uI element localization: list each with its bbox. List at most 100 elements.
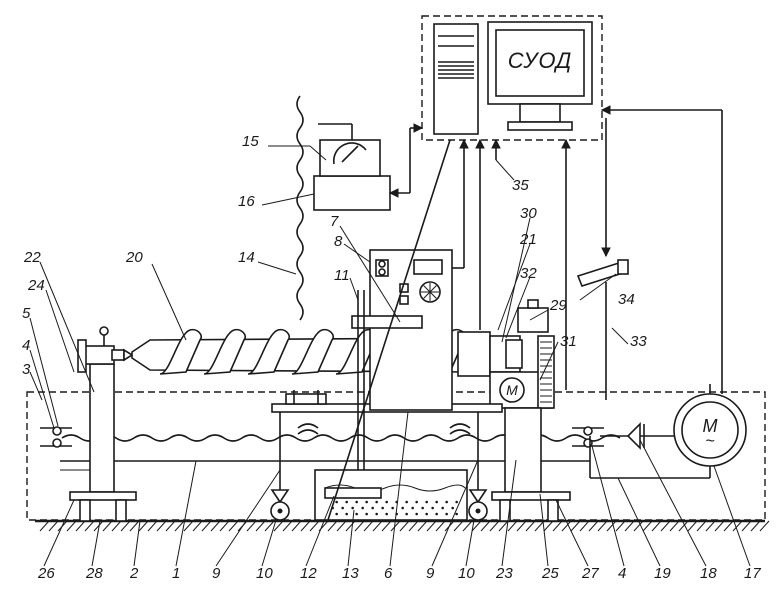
floor-hatch-line xyxy=(76,521,85,531)
tank-fluid-dot xyxy=(336,501,338,503)
floor-hatch-line xyxy=(661,521,670,531)
tank-fluid-dot xyxy=(456,513,458,515)
floor-hatch-line xyxy=(193,521,202,531)
floor-hatch-line xyxy=(139,521,148,531)
tank-fluid-dot xyxy=(412,507,414,509)
label-30: 30 xyxy=(520,205,537,222)
floor-hatch-line xyxy=(220,521,229,531)
label-21: 21 xyxy=(519,231,537,248)
label-20: 20 xyxy=(125,249,143,266)
tank-fluid-dot xyxy=(362,507,364,509)
label-27: 27 xyxy=(581,565,599,582)
tank-fluid-dot xyxy=(406,501,408,503)
label-17: 17 xyxy=(744,565,761,582)
tank xyxy=(315,470,467,520)
floor-hatch-line xyxy=(589,521,598,531)
floor-hatch-line xyxy=(652,521,661,531)
floor-hatch-line xyxy=(112,521,121,531)
floor-hatch-line xyxy=(40,521,49,531)
tank-fluid-dot xyxy=(366,501,368,503)
label-10-right: 10 xyxy=(458,565,475,582)
tank-fluid-dot xyxy=(376,513,378,515)
tank-fluid-dot xyxy=(346,501,348,503)
tank-fluid-dot xyxy=(386,513,388,515)
tank-fluid-dot xyxy=(376,501,378,503)
floor-hatch-line xyxy=(634,521,643,531)
label-5: 5 xyxy=(22,305,31,322)
floor-hatch-line xyxy=(598,521,607,531)
floor-hatch-line xyxy=(526,521,535,531)
floor-hatch-line xyxy=(256,521,265,531)
label-29: 29 xyxy=(549,297,567,314)
label-32: 32 xyxy=(520,265,537,282)
label-18: 18 xyxy=(700,565,717,582)
tank-fluid-dot xyxy=(452,507,454,509)
floor-hatch-line xyxy=(706,521,715,531)
floor-hatch-line xyxy=(166,521,175,531)
label-28: 28 xyxy=(85,565,103,582)
floor-hatch-line xyxy=(67,521,76,531)
screen-label: СУОД xyxy=(508,48,573,73)
floor-hatch-line xyxy=(715,521,724,531)
label-10-left: 10 xyxy=(256,565,273,582)
label-13: 13 xyxy=(342,565,359,582)
floor-hatch-line xyxy=(751,521,760,531)
floor-hatch-line xyxy=(481,521,490,531)
small-motor-symbol: M xyxy=(506,382,518,398)
floor-hatch-line xyxy=(517,521,526,531)
tank-fluid-dot xyxy=(356,513,358,515)
tank-fluid-dot xyxy=(426,501,428,503)
label-3: 3 xyxy=(22,361,31,378)
label-25: 25 xyxy=(541,565,559,582)
tank-fluid-dot xyxy=(416,501,418,503)
label-2: 2 xyxy=(129,565,139,582)
floor-hatch-line xyxy=(616,521,625,531)
tank-fluid-dot xyxy=(372,507,374,509)
label-16: 16 xyxy=(238,193,255,210)
tank-fluid-dot xyxy=(432,507,434,509)
floor-hatch-line xyxy=(364,521,373,531)
label-4: 4 xyxy=(22,337,30,354)
floor-hatch-line xyxy=(184,521,193,531)
tank-fluid-dot xyxy=(446,501,448,503)
label-11: 11 xyxy=(334,267,350,284)
label-26: 26 xyxy=(37,565,55,582)
tank-fluid-dot xyxy=(392,507,394,509)
label-8: 8 xyxy=(334,233,343,250)
floor-hatch-line xyxy=(202,521,211,531)
floor-hatch-line xyxy=(508,521,517,531)
tank-fluid-dot xyxy=(366,513,368,515)
label-12: 12 xyxy=(300,565,317,582)
floor-hatch-line xyxy=(625,521,634,531)
floor-hatch-line xyxy=(760,521,769,531)
floor-hatch-line xyxy=(157,521,166,531)
floor-hatch-line xyxy=(211,521,220,531)
floor-hatch-line xyxy=(454,521,463,531)
label-35: 35 xyxy=(512,177,529,194)
floor-hatch-line xyxy=(283,521,292,531)
tank-fluid-dot xyxy=(456,501,458,503)
label-9-right: 9 xyxy=(426,565,435,582)
left-clamp xyxy=(40,427,72,447)
floor-hatch-line xyxy=(553,521,562,531)
tank-fluid-dot xyxy=(382,507,384,509)
tank-fluid-dot xyxy=(442,507,444,509)
label-4-right: 4 xyxy=(618,565,626,582)
tank-fluid-dot xyxy=(386,501,388,503)
floor-hatch-line xyxy=(463,521,472,531)
label-19: 19 xyxy=(654,565,671,582)
label-9-left: 9 xyxy=(212,565,221,582)
laser-sensor xyxy=(578,260,628,400)
clutch-valve xyxy=(600,424,674,448)
floor-hatch-line xyxy=(346,521,355,531)
tank-fluid-dot xyxy=(416,513,418,515)
floor-hatch-line xyxy=(229,521,238,531)
main-motor: M ~ xyxy=(674,384,746,478)
vibration-sensor xyxy=(314,124,390,210)
tank-fluid-dot xyxy=(346,513,348,515)
floor-hatch-line xyxy=(49,521,58,531)
tank-fluid-dot xyxy=(446,513,448,515)
tank-fluid-dot xyxy=(422,507,424,509)
computer-tower xyxy=(434,24,478,134)
tank-fluid-dot xyxy=(356,501,358,503)
